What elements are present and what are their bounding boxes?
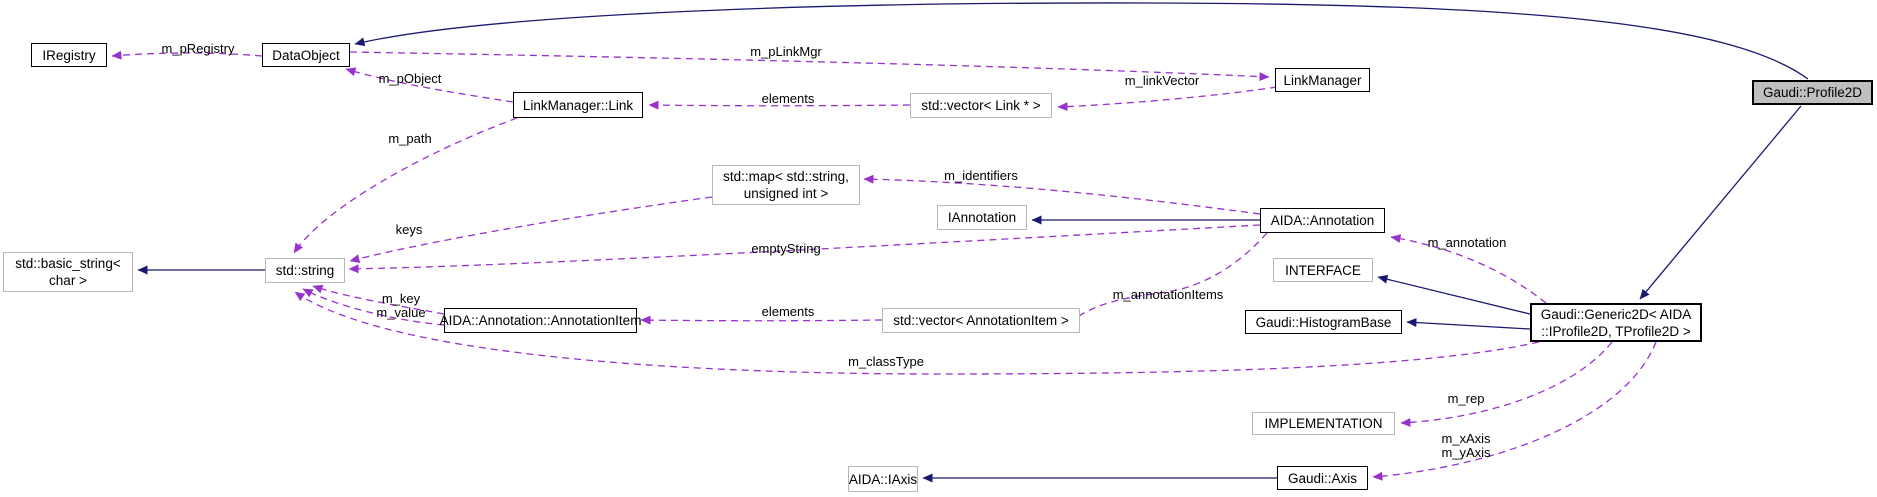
node-gaudi-axis-label: Gaudi::Axis — [1287, 470, 1358, 486]
edge-m-path — [293, 117, 518, 254]
node-implementation-label: IMPLEMENTATION — [1264, 416, 1383, 431]
edge-generic2d-inherits-histogrambase — [1406, 318, 1531, 330]
node-iregistry-label: IRegistry — [42, 47, 96, 63]
edge-label-m-plinkmgr: m_pLinkMgr — [750, 44, 822, 59]
edge-label-m-annotationitems: m_annotationItems — [1112, 287, 1224, 302]
edge-label-m-rep: m_rep — [1447, 391, 1485, 406]
edge-elements-bottom — [640, 315, 883, 325]
node-interface-label: INTERFACE — [1285, 262, 1361, 278]
edge-label-elements-top: elements — [761, 91, 815, 106]
edge-label-emptystring: emptyString — [751, 241, 821, 256]
node-implementation: IMPLEMENTATION — [1252, 412, 1395, 435]
node-annotationitem[interactable]: AIDA::Annotation::AnnotationItem — [440, 308, 641, 333]
edge-m-pobject — [345, 67, 514, 103]
node-std-vector-annotationitem-label: std::vector< AnnotationItem > — [893, 313, 1069, 328]
edge-m-linkvector — [1057, 86, 1278, 112]
edge-profile2d-inherits-generic2d — [1639, 105, 1802, 300]
node-gaudi-profile2d-label: Gaudi::Profile2D — [1762, 85, 1863, 100]
edge-m-pregistry — [111, 50, 263, 60]
node-annotationitem-label: AIDA::Annotation::AnnotationItem — [439, 313, 642, 328]
edge-elements-top — [648, 100, 911, 110]
node-linkmanager-link[interactable]: LinkManager::Link — [513, 92, 643, 118]
node-std-basic-string-label: std::basic_string< char > — [15, 256, 121, 288]
node-gaudi-generic2d[interactable]: Gaudi::Generic2D< AIDA ::IProfile2D, TPr… — [1530, 303, 1702, 342]
edge-profile2d-inherits-dataobject — [354, 2, 1809, 80]
edge-label-m-xaxis-m-yaxis: m_xAxis m_yAxis — [1441, 431, 1491, 460]
node-gaudi-axis[interactable]: Gaudi::Axis — [1277, 466, 1368, 490]
edge-label-m-annotation: m_annotation — [1427, 235, 1507, 250]
edge-m-value — [302, 288, 445, 326]
node-interface: INTERFACE — [1273, 258, 1373, 282]
node-aida-annotation[interactable]: AIDA::Annotation — [1260, 208, 1385, 233]
node-dataobject-label: DataObject — [272, 47, 340, 63]
node-linkmanager-label: LinkManager — [1283, 72, 1362, 88]
edge-label-m-key-m-value: m_key m_value — [376, 291, 426, 320]
edge-label-elements-bottom: elements — [761, 304, 815, 319]
node-std-string-label: std::string — [275, 263, 335, 278]
node-iannotation: IAnnotation — [937, 205, 1027, 230]
node-gaudi-histogrambase-label: Gaudi::HistogramBase — [1255, 314, 1392, 330]
node-std-basic-string: std::basic_string< char > — [3, 252, 133, 292]
node-std-map: std::map< std::string, unsigned int > — [712, 165, 860, 205]
node-std-vector-link-label: std::vector< Link * > — [921, 98, 1041, 113]
node-iregistry[interactable]: IRegistry — [31, 43, 107, 67]
edge-keys — [349, 196, 713, 263]
edge-m-axes — [1372, 341, 1657, 481]
node-std-string: std::string — [265, 258, 345, 283]
node-linkmanager[interactable]: LinkManager — [1275, 68, 1370, 92]
node-gaudi-profile2d: Gaudi::Profile2D — [1752, 80, 1873, 105]
edge-m-annotationitems — [1062, 232, 1268, 332]
node-linkmanager-link-label: LinkManager::Link — [522, 97, 634, 113]
node-aida-iaxis: AIDA::IAxis — [848, 466, 918, 492]
node-gaudi-generic2d-label: Gaudi::Generic2D< AIDA ::IProfile2D, TPr… — [1540, 306, 1692, 339]
edge-label-m-pregistry: m_pRegistry — [161, 41, 235, 56]
node-std-map-label: std::map< std::string, unsigned int > — [723, 169, 849, 201]
edge-m-rep — [1400, 341, 1613, 427]
node-std-vector-link: std::vector< Link * > — [910, 93, 1052, 118]
edge-label-m-identifiers: m_identifiers — [944, 168, 1018, 183]
edge-m-identifiers — [863, 174, 1261, 215]
edge-m-plinkmgr — [349, 51, 1270, 82]
edge-label-m-linkvector: m_linkVector — [1124, 73, 1200, 88]
node-dataobject[interactable]: DataObject — [262, 43, 350, 67]
edge-label-m-classtype: m_classType — [848, 354, 924, 369]
node-iannotation-label: IAnnotation — [947, 210, 1017, 225]
node-aida-annotation-label: AIDA::Annotation — [1270, 213, 1375, 228]
edge-label-m-path: m_path — [388, 131, 432, 146]
node-gaudi-histogrambase[interactable]: Gaudi::HistogramBase — [1245, 310, 1402, 334]
edge-m-annotation — [1390, 234, 1547, 304]
edge-emptystring — [348, 224, 1261, 274]
edge-label-keys: keys — [395, 222, 423, 237]
edge-label-m-pobject: m_pObject — [378, 71, 442, 86]
node-aida-iaxis-label: AIDA::IAxis — [848, 471, 918, 487]
edge-m-key — [312, 284, 445, 315]
node-std-vector-annotationitem: std::vector< AnnotationItem > — [882, 308, 1080, 333]
edge-m-classtype — [294, 291, 1540, 375]
edge-generic2d-inherits-interface — [1377, 274, 1531, 315]
